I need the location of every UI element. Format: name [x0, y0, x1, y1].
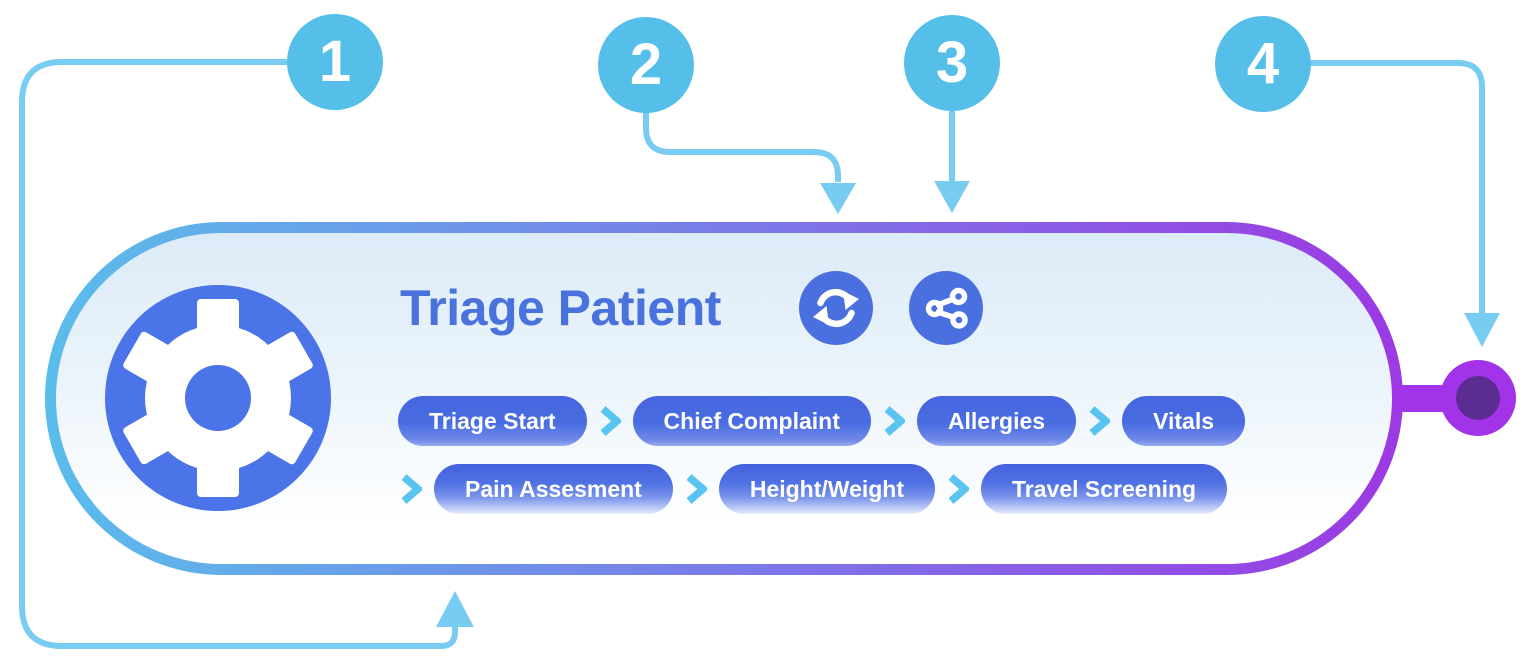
chevron-right-icon — [599, 406, 621, 436]
connector-2-path — [643, 108, 841, 182]
chevron-right-icon — [400, 474, 422, 504]
refresh-icon — [799, 271, 873, 345]
step-pain-assesment[interactable]: Pain Assesment — [434, 464, 673, 514]
step-vitals[interactable]: Vitals — [1122, 396, 1245, 446]
chevron-right-icon — [947, 474, 970, 504]
connector-2-arrowhead — [820, 183, 856, 214]
chevron-right-icon — [685, 474, 707, 504]
callout-badge-1: 1 — [287, 14, 383, 110]
endpoint-dot-core — [1456, 376, 1500, 420]
endpoint-stub — [1392, 385, 1448, 412]
callout-number-4: 4 — [1246, 31, 1280, 96]
callout-badge-2: 2 — [598, 17, 694, 113]
workflow-row-2: Pain Assesment Height/Weight Travel Scre… — [400, 464, 1228, 514]
share-icon — [909, 271, 983, 345]
step-triage-start[interactable]: Triage Start — [398, 396, 587, 446]
connector-1-arrowhead — [436, 591, 474, 627]
endpoint-dot — [1440, 360, 1516, 436]
chevron-right-icon — [1088, 406, 1111, 436]
connector-3-arrowhead — [934, 181, 970, 213]
workflow-row-1: Triage Start Chief Complaint Allergies V… — [398, 396, 1245, 446]
step-chief-complaint[interactable]: Chief Complaint — [632, 396, 871, 446]
gear-icon — [105, 285, 331, 511]
step-travel-screening[interactable]: Travel Screening — [981, 464, 1228, 514]
callout-badge-3: 3 — [904, 15, 1000, 111]
callout-number-1: 1 — [318, 29, 352, 94]
callout-badge-4: 4 — [1215, 16, 1311, 112]
step-height-weight[interactable]: Height/Weight — [718, 464, 936, 514]
connector-4-path — [1311, 60, 1485, 313]
callout-number-2: 2 — [629, 32, 663, 97]
share-button[interactable] — [909, 271, 983, 345]
step-allergies[interactable]: Allergies — [916, 396, 1077, 446]
workflow-card-body: Triage Patient — [56, 233, 1392, 564]
chevron-right-icon — [883, 406, 905, 436]
refresh-button[interactable] — [799, 271, 873, 345]
workflow-card: Triage Patient — [45, 222, 1403, 575]
connector-4-arrowhead — [1464, 313, 1500, 347]
connector-1-path — [19, 59, 458, 649]
callout-number-3: 3 — [935, 30, 969, 95]
card-title: Triage Patient — [400, 280, 721, 336]
